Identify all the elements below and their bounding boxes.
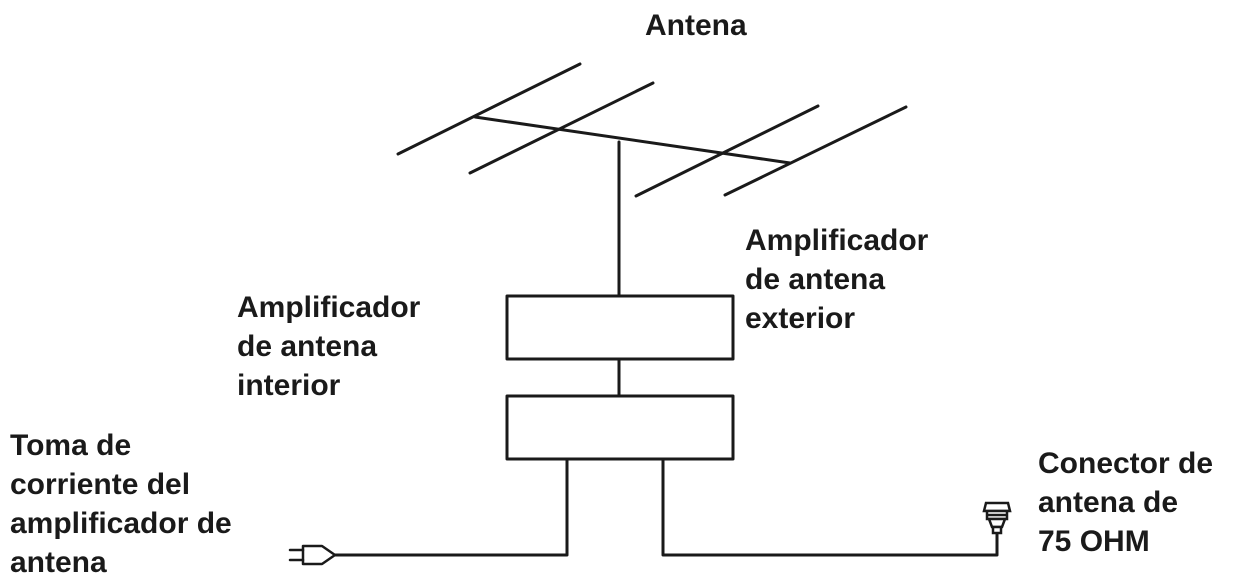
power-cable — [333, 457, 569, 557]
indoor-amplifier-label-line: interior — [237, 369, 341, 402]
power-plug-icon — [288, 544, 337, 566]
indoor-amplifier-label-line: de antena — [237, 330, 378, 363]
indoor-amplifier-box — [505, 394, 735, 461]
connector-label: Conector de antena de 75 OHM — [1038, 444, 1213, 561]
connector-label-line: Conector de — [1038, 447, 1214, 480]
power-outlet-label-line: Toma de — [10, 429, 132, 462]
power-outlet-label-line: corriente del — [10, 468, 191, 501]
antenna-label: Antena — [645, 6, 747, 45]
antenna-boom — [473, 115, 792, 165]
outdoor-amplifier-label-line: Amplificador — [745, 224, 929, 257]
antenna-element — [634, 104, 820, 198]
antenna-element — [396, 62, 582, 156]
antenna-element — [468, 81, 655, 175]
coax-cable — [661, 457, 999, 557]
outdoor-amplifier-label-line: de antena — [745, 263, 886, 296]
antenna-icon — [396, 62, 908, 198]
connector-label-line: antena de — [1038, 486, 1179, 519]
outdoor-amplifier-label: Amplificador de antena exterior — [745, 221, 928, 338]
indoor-amplifier-label-line: Amplificador — [237, 291, 421, 324]
indoor-amplifier-label: Amplificador de antena interior — [237, 288, 420, 405]
antenna-element — [723, 105, 908, 197]
coax-connector-icon — [982, 501, 1012, 535]
power-outlet-label: Toma de corriente del amplificador de an… — [10, 426, 232, 582]
power-outlet-label-line: antena — [10, 546, 107, 579]
outdoor-amplifier-label-line: exterior — [745, 302, 856, 335]
power-outlet-label-line: amplificador de — [10, 507, 232, 540]
connector-label-line: 75 OHM — [1038, 525, 1150, 558]
antenna-label-line: Antena — [645, 9, 747, 42]
outdoor-amplifier-box — [505, 294, 735, 361]
